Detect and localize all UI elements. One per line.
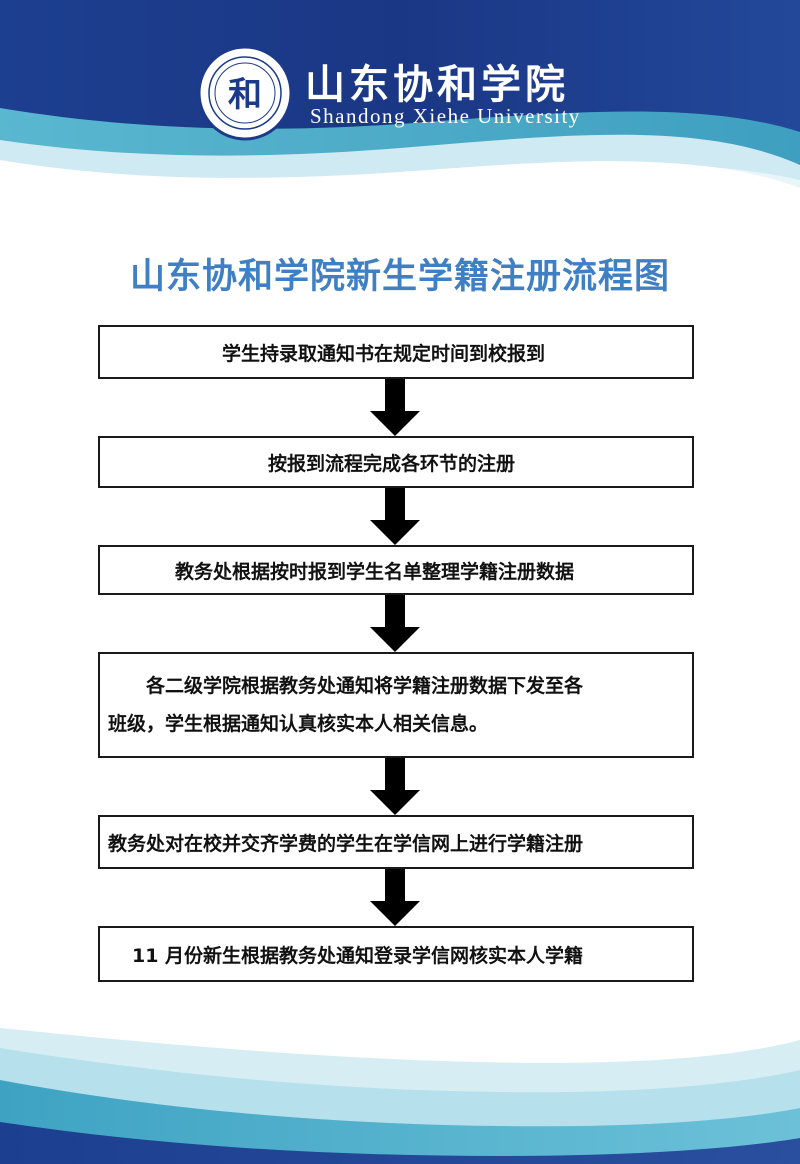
down-arrow-icon xyxy=(370,869,420,926)
header-banner: 和 山东协和学院 Shandong Xiehe University xyxy=(0,0,800,230)
university-logo: 和 xyxy=(197,45,293,141)
flow-step-text: 按报到流程完成各环节的注册 xyxy=(268,452,516,475)
flow-step-5: 教务处对在校并交齐学费的学生在学信网上进行学籍注册 xyxy=(98,815,694,869)
university-name-en: Shandong Xiehe University xyxy=(310,104,581,128)
down-arrow-icon xyxy=(370,488,420,545)
flow-step-1: 学生持录取通知书在规定时间到校报到 xyxy=(98,325,694,379)
flow-step-text: 教务处根据按时报到学生名单整理学籍注册数据 xyxy=(175,560,575,583)
flow-step-6: 11 月份新生根据教务处通知登录学信网核实本人学籍 xyxy=(98,926,694,982)
university-name-cn: 山东协和学院 xyxy=(305,61,569,108)
page-title: 山东协和学院新生学籍注册流程图 xyxy=(129,257,670,297)
flow-step-text: 11 月份新生根据教务处通知登录学信网核实本人学籍 xyxy=(132,944,584,967)
down-arrow-icon xyxy=(370,379,420,436)
flow-step-2: 按报到流程完成各环节的注册 xyxy=(98,436,694,488)
footer-wave xyxy=(0,1010,800,1164)
flow-step-text: 学生持录取通知书在规定时间到校报到 xyxy=(222,342,546,365)
logo-mark: 和 xyxy=(228,75,262,115)
flow-step-text-line2: 班级，学生根据通知认真核实本人相关信息。 xyxy=(108,713,489,735)
flow-step-text: 教务处对在校并交齐学费的学生在学信网上进行学籍注册 xyxy=(108,832,584,855)
down-arrow-icon xyxy=(370,595,420,652)
flow-step-4: 各二级学院根据教务处通知将学籍注册数据下发至各 班级，学生根据通知认真核实本人相… xyxy=(98,652,694,758)
flow-step-text-line1: 各二级学院根据教务处通知将学籍注册数据下发至各 xyxy=(146,675,584,697)
header-background xyxy=(0,0,800,230)
down-arrow-icon xyxy=(370,758,420,815)
flow-step-3: 教务处根据按时报到学生名单整理学籍注册数据 xyxy=(98,545,694,595)
